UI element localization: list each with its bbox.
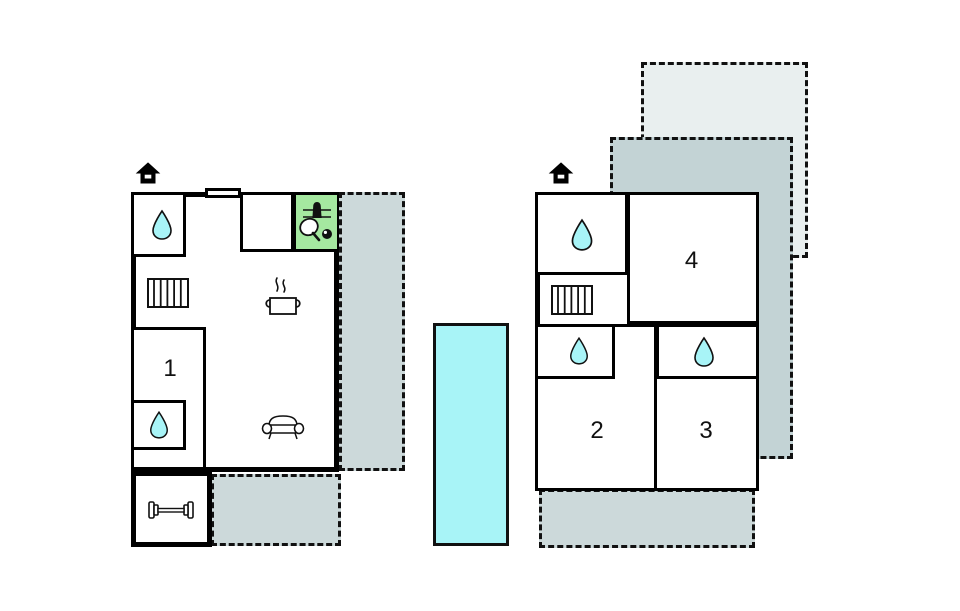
terrace-right-south (539, 489, 755, 548)
water-drop-icon-left-lower (148, 410, 170, 440)
room-bedroom-2 (538, 379, 656, 488)
entrance-icon-right (548, 160, 574, 186)
entrance-icon-left (135, 160, 161, 186)
water-drop-icon-right-top (569, 218, 595, 252)
dumbbell-icon (145, 497, 197, 523)
room-hall-left-top (240, 195, 294, 252)
room-number-4: 4 (684, 247, 699, 274)
room-bathroom-right-mid-right (656, 327, 756, 379)
table-tennis-icon (297, 198, 335, 248)
water-drop-icon-left-top (150, 209, 174, 241)
sofa-icon (259, 410, 307, 442)
terrace-left-east (339, 192, 405, 471)
room-bedroom-3 (656, 379, 756, 488)
swimming-pool (433, 323, 509, 546)
radiator-icon-right (551, 285, 593, 315)
window-unit-left (205, 188, 241, 198)
room-number-2: 2 (590, 417, 604, 444)
radiator-icon-left (147, 278, 189, 308)
water-drop-icon-right-mid-left (568, 336, 590, 366)
room-number-1: 1 (163, 355, 177, 382)
room-bedroom-4 (627, 195, 756, 324)
cooking-pot-icon (261, 274, 305, 320)
room-number-3: 3 (699, 417, 713, 444)
wall-right-mid-horizontal (538, 324, 756, 327)
water-drop-icon-right-mid-right (692, 336, 716, 368)
wall-right-between-2-3 (654, 327, 657, 488)
terrace-left-south (211, 474, 341, 546)
